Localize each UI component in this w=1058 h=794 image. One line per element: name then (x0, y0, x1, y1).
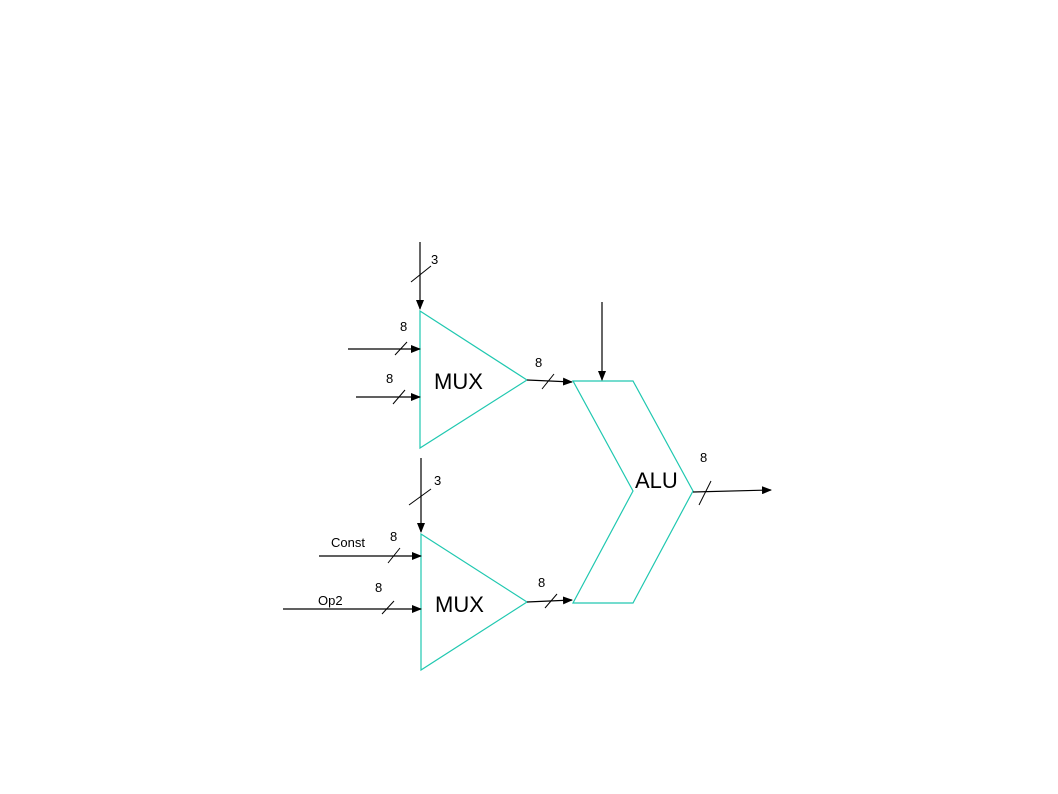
mux-top-input-1-width: 8 (400, 319, 407, 334)
alu: ALU (571, 380, 694, 604)
const-input-label: Const (331, 535, 365, 550)
mux-top-select-slash (410, 265, 432, 283)
mux-top-output: 8 (526, 355, 573, 390)
mux-top-input-1: 8 (348, 319, 421, 356)
mux-bottom-select-slash (408, 488, 432, 506)
alu-output-width: 8 (700, 450, 707, 465)
mux-top: MUX (419, 309, 529, 450)
mux-top-input-2-slash (392, 389, 406, 405)
mux-bottom-output: 8 (526, 575, 573, 609)
mux-top-output-wire (526, 377, 573, 386)
op2-input-slash (381, 600, 395, 615)
alu-shape (571, 380, 694, 604)
mux-top-input-2-width: 8 (386, 371, 393, 386)
mux-bottom-shape (420, 532, 529, 672)
mux-bottom-input-op2: Op2 8 (283, 580, 422, 615)
const-input-width: 8 (390, 529, 397, 544)
mux-top-output-slash (541, 373, 555, 390)
op2-input-width: 8 (375, 580, 382, 595)
op2-input-label: Op2 (318, 593, 343, 608)
alu-output-slash (698, 480, 712, 506)
mux-top-label: MUX (434, 369, 483, 394)
mux-bottom: MUX (420, 532, 529, 672)
mux-bottom-output-slash (544, 593, 558, 609)
mux-bottom-input-const: Const 8 (319, 529, 422, 564)
mux-bottom-output-wire (526, 596, 573, 605)
mux-top-select-line: 3 (410, 242, 438, 310)
const-input-slash (387, 547, 401, 564)
mux-top-select-width: 3 (431, 252, 438, 267)
mux-bottom-select-line: 3 (408, 458, 441, 533)
mux-top-output-width: 8 (535, 355, 542, 370)
mux-bottom-label: MUX (435, 592, 484, 617)
mux-top-input-1-slash (394, 341, 408, 356)
mux-top-shape (419, 309, 529, 450)
mux-bottom-output-width: 8 (538, 575, 545, 590)
alu-label: ALU (635, 468, 678, 493)
mux-top-input-2: 8 (356, 371, 421, 405)
alu-output: 8 (692, 450, 772, 506)
mux-bottom-select-width: 3 (434, 473, 441, 488)
alu-output-wire (692, 486, 772, 495)
